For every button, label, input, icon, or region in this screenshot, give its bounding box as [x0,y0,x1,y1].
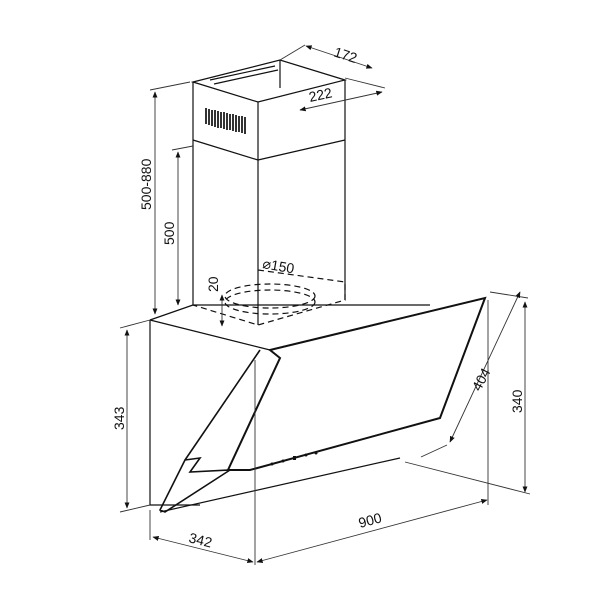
dim-width: 900 [357,509,384,531]
dim-outlet-offset: 20 [205,276,221,292]
dim-outlet-diameter: ⌀150 [261,255,295,276]
chimney-lower [192,140,346,325]
dim-front-height: 340 [509,389,525,413]
dim-glass-panel-length: 404 [469,365,494,393]
control-buttons [270,451,318,466]
dim-chimney-width: 222 [307,84,333,105]
dimension-lines [119,44,531,565]
outlet-dashed [192,269,346,326]
dim-depth: 342 [187,529,214,550]
dim-chimney-depth: 172 [332,44,359,67]
dim-total-height-range: 500-880 [138,158,154,210]
glass-panel [158,296,487,513]
dim-body-back-height: 343 [111,406,127,430]
vent-slots [205,108,246,134]
dim-chimney-height: 500 [161,221,177,245]
